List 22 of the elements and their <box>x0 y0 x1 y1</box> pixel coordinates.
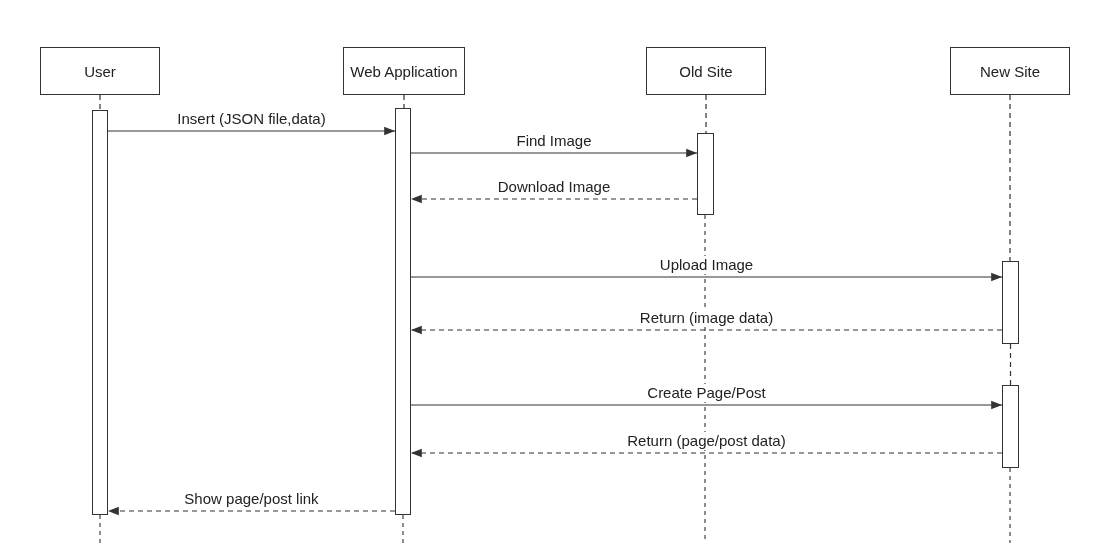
message-arrow <box>410 194 698 204</box>
participant-box: Web Application <box>343 47 465 95</box>
activation-bar <box>1002 261 1019 344</box>
message-arrow <box>410 400 1003 410</box>
lifeline <box>705 94 707 134</box>
activation-bar <box>1002 385 1019 468</box>
message-arrow <box>410 448 1003 458</box>
lifeline <box>1009 343 1012 386</box>
message-arrow <box>107 506 396 516</box>
activation-bar <box>92 110 108 515</box>
lifeline <box>403 94 405 109</box>
message-arrow <box>107 126 396 136</box>
message-arrow <box>410 272 1003 282</box>
activation-bar <box>697 133 714 215</box>
participant-box: New Site <box>950 47 1070 95</box>
message-arrow <box>410 148 698 158</box>
lifeline <box>1009 94 1011 262</box>
participant-box: Old Site <box>646 47 766 95</box>
lifeline <box>99 94 101 111</box>
participant-box: User <box>40 47 160 95</box>
activation-bar <box>395 108 411 515</box>
message-arrow <box>410 325 1003 335</box>
